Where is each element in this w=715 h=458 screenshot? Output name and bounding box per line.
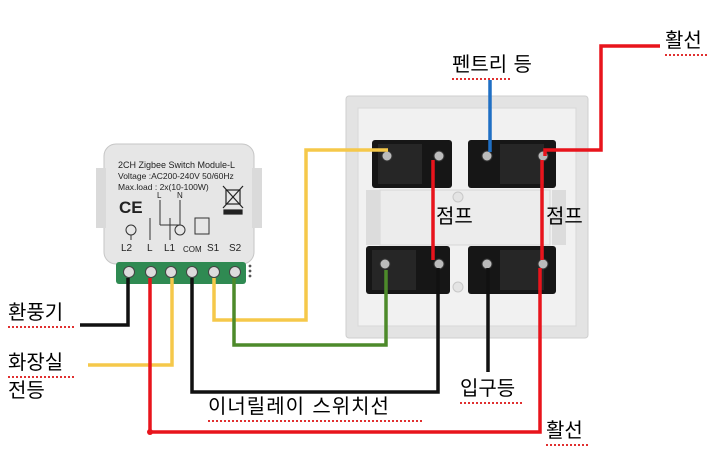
terminal-l2: L2: [121, 243, 133, 254]
label-fan: 환풍기: [8, 300, 64, 324]
spell-underline: [665, 54, 709, 56]
ce-mark: CE: [119, 198, 143, 217]
label-pantry-light: 펜트리 등: [452, 52, 532, 76]
bath-light-wire: [88, 278, 174, 367]
terminal-l1: L1: [164, 243, 176, 254]
module-title: 2CH Zigbee Switch Module-L: [118, 160, 236, 170]
internal-label-n: N: [177, 191, 183, 200]
terminal-l: L: [147, 243, 153, 254]
spell-underline: [452, 78, 512, 80]
inner-relay-wire: [190, 268, 440, 394]
label-bath-light-line1: 화장실: [8, 350, 64, 374]
switch-green-wire: [232, 270, 388, 347]
module-max-load: Max.load : 2x(10-100W): [118, 182, 209, 192]
terminal-s1: S1: [207, 243, 220, 254]
label-entrance-light: 입구등: [460, 376, 516, 400]
label-hot-top: 활선: [665, 28, 702, 52]
label-jumper-left: 점프: [436, 204, 473, 228]
schematic-lines: [125, 200, 210, 240]
terminal-s2: S2: [229, 243, 242, 254]
label-inner-relay-switch-line: 이너릴레이 스위치선: [208, 394, 390, 418]
label-bath-light-line2: 전등: [8, 378, 45, 402]
switch-block-bottom-right: [468, 246, 556, 294]
fan-wire: [80, 278, 130, 327]
dots-icon: [248, 264, 252, 278]
module-voltage: Voltage :AC200-240V 50/60Hz: [118, 171, 234, 181]
label-jumper-right: 점프: [546, 204, 583, 228]
hot-wire-bottom: [148, 268, 542, 434]
hot-wire-top: [543, 44, 660, 156]
spell-underline: [208, 420, 422, 422]
bin-icon: [222, 185, 244, 215]
junction-dot: [147, 429, 153, 435]
switch-block-top-left: [372, 140, 452, 188]
label-hot-bottom: 활선: [546, 418, 583, 442]
spell-underline: [460, 402, 522, 404]
spell-underline: [8, 326, 74, 328]
internal-label-l: L: [157, 191, 162, 200]
switch-yellow-wire: [212, 148, 388, 322]
spell-underline: [8, 376, 74, 378]
spell-underline: [546, 444, 590, 446]
terminal-com: COM: [183, 245, 202, 254]
